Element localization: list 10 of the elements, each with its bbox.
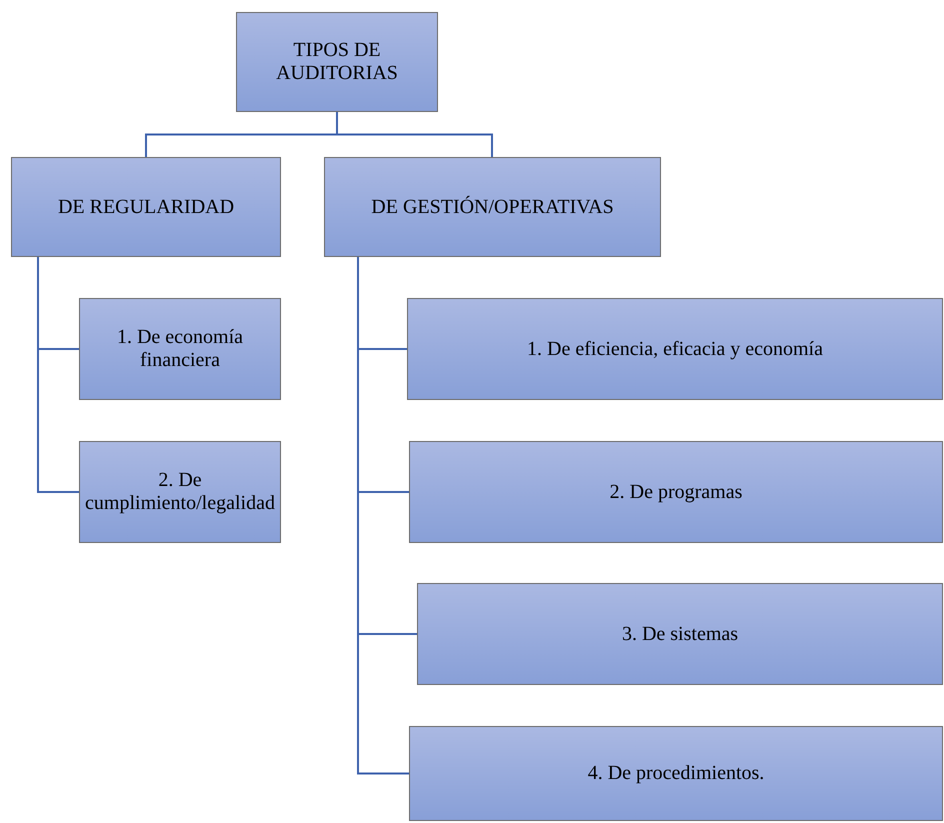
category-box: TIPOS DE AUDITORIAS (236, 12, 438, 112)
category-box: DE REGULARIDAD (11, 157, 281, 257)
connector-line (37, 257, 79, 493)
category-box: DE GESTIÓN/OPERATIVAS (324, 157, 661, 257)
category-box: 1. De eficiencia, eficacia y economía (407, 298, 943, 400)
category-box: 2. De cumplimiento/legalidad (79, 441, 281, 543)
category-box: 3. De sistemas (417, 583, 943, 685)
category-box: 1. De economía financiera (79, 298, 281, 400)
category-box: 4. De procedimientos. (409, 726, 943, 821)
category-box: 2. De programas (409, 441, 943, 543)
